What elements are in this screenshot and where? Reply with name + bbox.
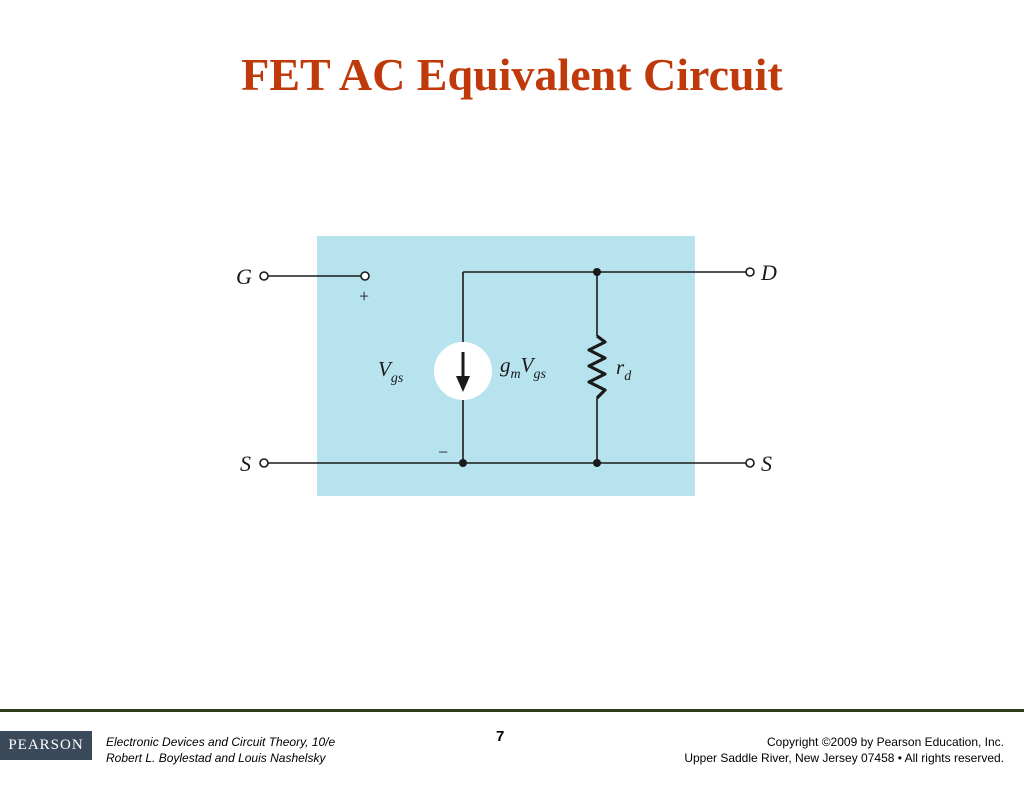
- circuit-diagram: G S D S + − Vgs gmVgs rd: [236, 236, 777, 496]
- resistor-symbol: [587, 334, 607, 400]
- book-authors: Robert L. Boylestad and Louis Nashelsky: [106, 751, 326, 765]
- rd-sub: d: [624, 369, 632, 384]
- gate-label: G: [236, 264, 252, 289]
- book-reference: Electronic Devices and Circuit Theory, 1…: [106, 734, 335, 766]
- slide-title: FET AC Equivalent Circuit: [241, 49, 783, 100]
- gm-sub: m: [511, 367, 521, 382]
- rd-label: rd: [616, 355, 632, 384]
- gm-v-main: V: [521, 353, 536, 377]
- vgs-main: V: [378, 357, 393, 381]
- pearson-logo-text: PEARSON: [8, 737, 84, 753]
- drain-terminal: [745, 267, 755, 277]
- page-number: 7: [496, 728, 505, 745]
- source-right-label: S: [761, 451, 772, 476]
- drain-label: D: [760, 260, 777, 285]
- gm-vgs-label: gmVgs: [500, 353, 546, 382]
- vgs-sub: gs: [391, 371, 404, 386]
- footer-divider: [0, 709, 1024, 712]
- gm-v-sub: gs: [533, 367, 546, 382]
- copyright-line-1: Copyright ©2009 by Pearson Education, In…: [767, 735, 1004, 749]
- pearson-logo: PEARSON: [0, 731, 92, 760]
- minus-sign: −: [438, 442, 448, 462]
- vgs-label: Vgs: [378, 357, 404, 386]
- gate-inner-terminal: [360, 271, 370, 281]
- source-left-terminal: [259, 458, 269, 468]
- down-arrow-icon: [456, 352, 470, 392]
- gate-terminal: [259, 271, 269, 281]
- copyright-line-2: Upper Saddle River, New Jersey 07458 • A…: [684, 751, 1004, 765]
- copyright-notice: Copyright ©2009 by Pearson Education, In…: [684, 734, 1004, 766]
- source-left-label: S: [240, 451, 251, 476]
- rd-main: r: [616, 355, 625, 379]
- gm-main: g: [500, 353, 511, 377]
- circuit-background: [317, 236, 695, 496]
- source-right-terminal: [745, 458, 755, 468]
- plus-sign: +: [359, 286, 369, 306]
- book-title: Electronic Devices and Circuit Theory, 1…: [106, 735, 336, 749]
